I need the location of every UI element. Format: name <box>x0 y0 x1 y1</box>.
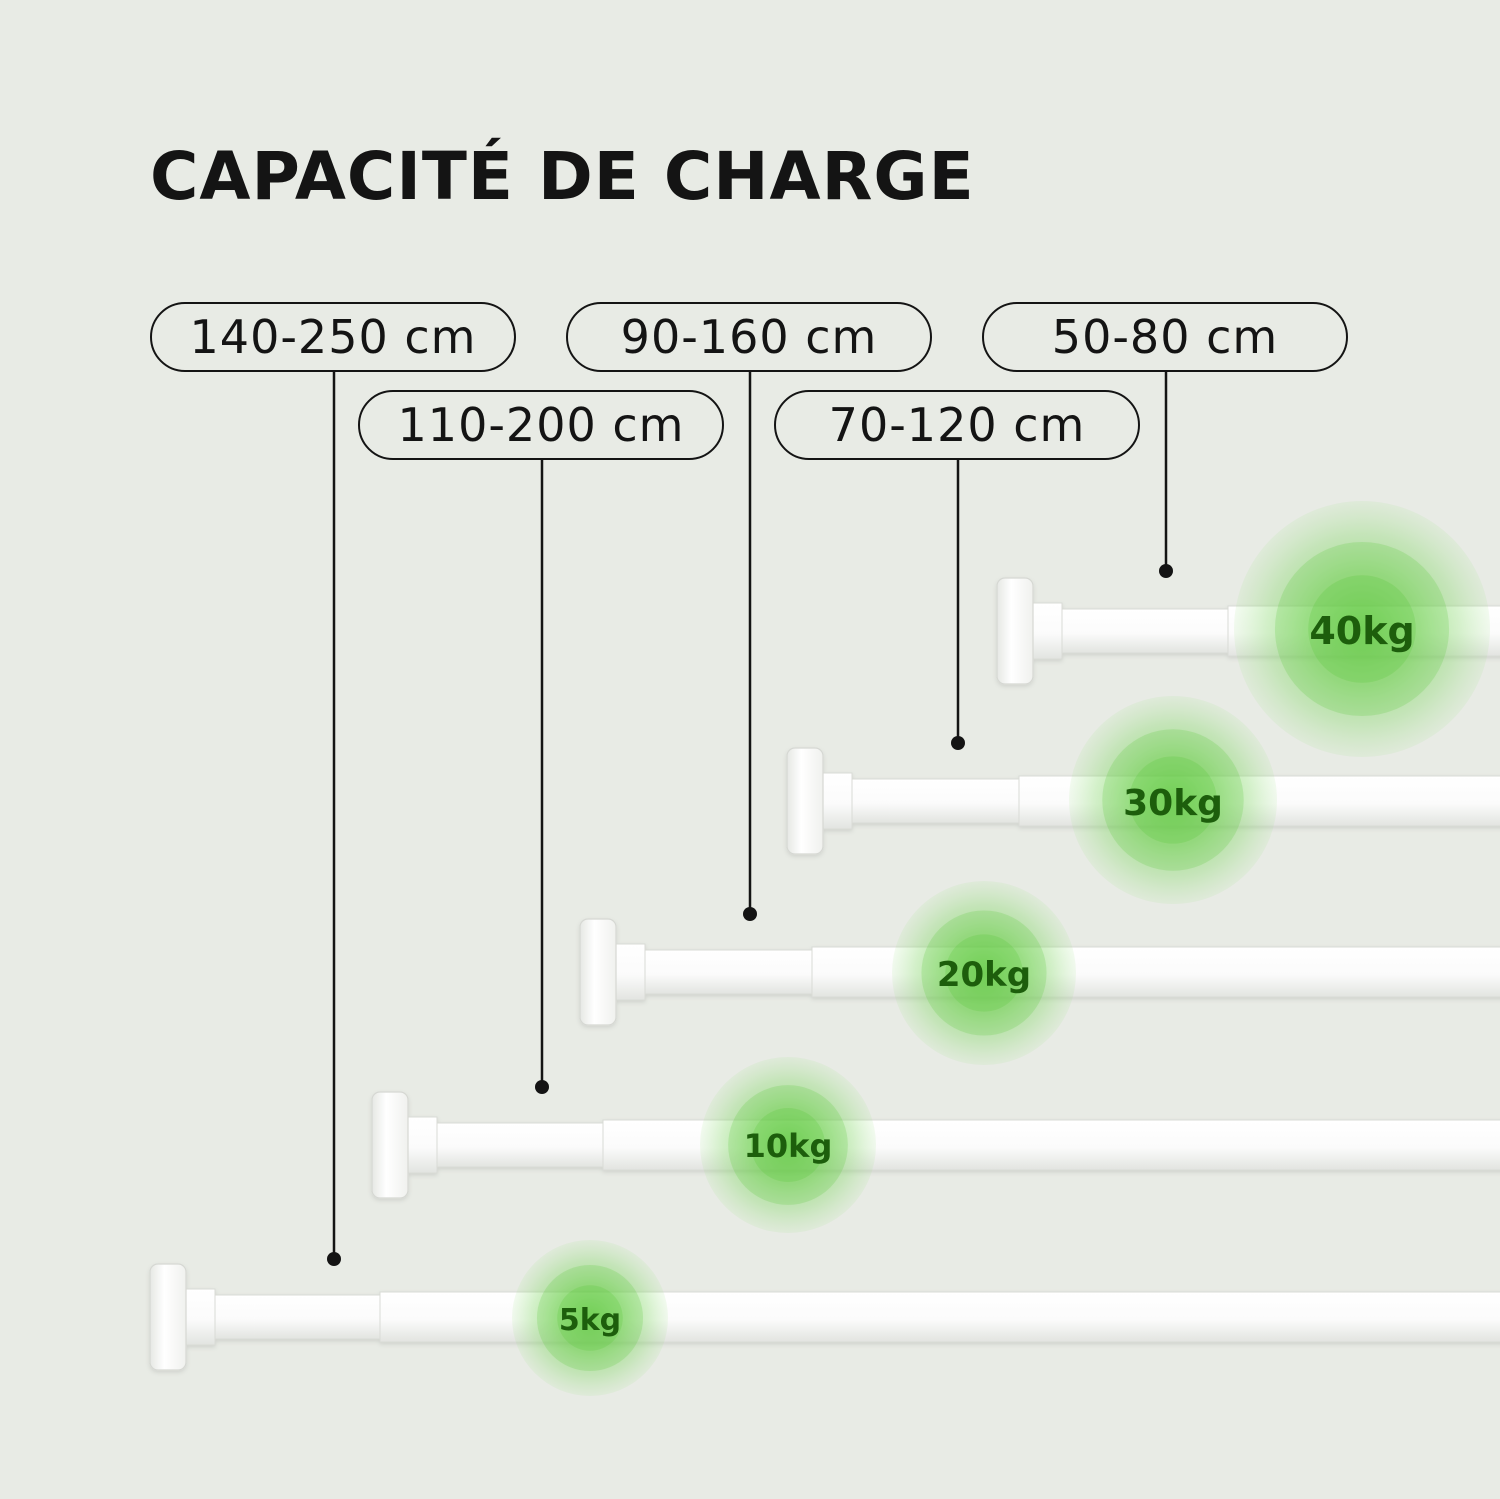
tension-rod-5: 40kg <box>996 372 1500 757</box>
tension-rod-4: 30kg <box>786 460 1500 904</box>
size-label-pill: 140-250 cm <box>150 302 516 372</box>
connector-dot <box>535 1080 549 1094</box>
tension-rod-2: 10kg <box>371 460 1500 1233</box>
load-label: 10kg <box>744 1127 833 1165</box>
load-glow-icon <box>700 1057 876 1233</box>
tension-rod-icon <box>149 1263 1500 1371</box>
load-glow-icon <box>1234 501 1490 757</box>
tension-rod-1: 5kg <box>149 372 1500 1396</box>
load-glow-icon <box>892 881 1076 1065</box>
connector-dot <box>743 907 757 921</box>
load-label: 20kg <box>937 955 1031 995</box>
page-title: CAPACITÉ DE CHARGE <box>150 138 975 215</box>
load-label: 5kg <box>559 1303 621 1338</box>
size-label-pill: 110-200 cm <box>358 390 724 460</box>
connector-dot <box>327 1252 341 1266</box>
size-label-pill: 50-80 cm <box>982 302 1348 372</box>
tension-rod-3: 20kg <box>579 372 1500 1065</box>
connector-dot <box>951 736 965 750</box>
size-label-pill: 90-160 cm <box>566 302 932 372</box>
size-label-pill: 70-120 cm <box>774 390 1140 460</box>
connector-dot <box>1159 564 1173 578</box>
load-glow-icon <box>1069 696 1277 904</box>
load-label: 30kg <box>1123 783 1223 824</box>
tension-rod-icon <box>371 1091 1500 1199</box>
load-glow-icon <box>512 1240 668 1396</box>
load-label: 40kg <box>1309 609 1414 653</box>
